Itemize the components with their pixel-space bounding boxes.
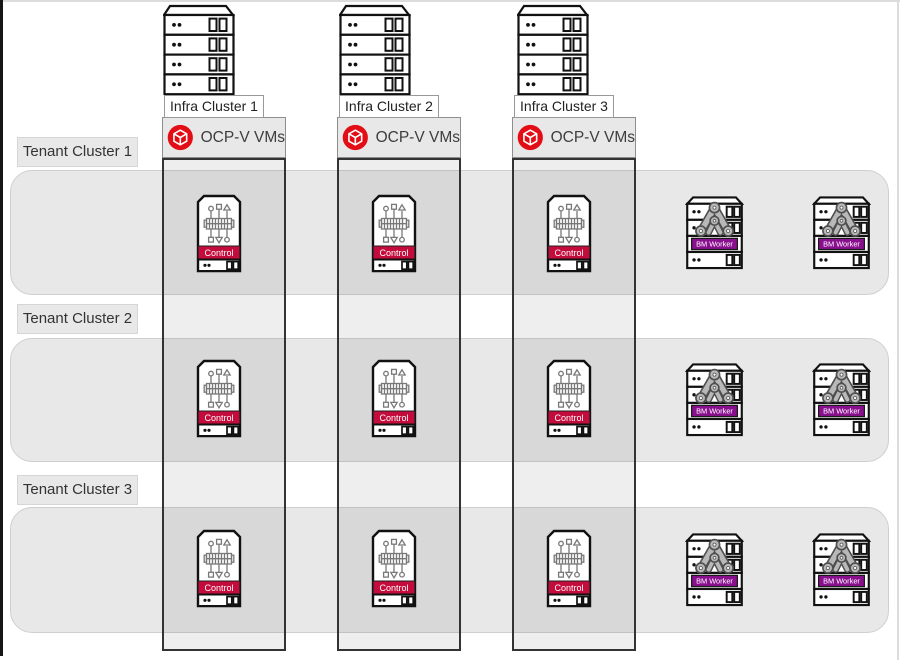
ocpv-vms-label: OCP-V VMs bbox=[375, 128, 460, 146]
bm-worker-icon bbox=[685, 532, 744, 607]
control-node-icon bbox=[546, 529, 592, 608]
ocpv-vms-label: OCP-V VMs bbox=[200, 128, 285, 146]
control-node-icon bbox=[196, 529, 242, 608]
control-node-icon bbox=[196, 194, 242, 273]
tenant-cluster-label-1: Tenant Cluster 1 bbox=[17, 137, 138, 167]
right-edge-line bbox=[897, 0, 899, 660]
control-node-icon bbox=[371, 359, 417, 438]
top-edge-line bbox=[0, 0, 900, 2]
control-node-icon bbox=[546, 359, 592, 438]
infra-server-stack-icon-1 bbox=[163, 4, 235, 95]
ocpv-vms-box-2: OCP-V VMs bbox=[337, 117, 461, 158]
openshift-icon bbox=[342, 119, 369, 156]
bm-worker-icon bbox=[812, 532, 871, 607]
ocpv-vms-label: OCP-V VMs bbox=[550, 128, 635, 146]
control-node-icon bbox=[371, 194, 417, 273]
bm-worker-icon bbox=[685, 195, 744, 270]
control-node-icon bbox=[546, 194, 592, 273]
infra-cluster-label-3: Infra Cluster 3 bbox=[514, 95, 614, 118]
left-edge-line bbox=[0, 0, 3, 656]
tenant-cluster-label-2: Tenant Cluster 2 bbox=[17, 304, 138, 334]
openshift-icon bbox=[167, 119, 194, 156]
infra-cluster-label-2: Infra Cluster 2 bbox=[339, 95, 439, 118]
infra-server-stack-icon-3 bbox=[517, 4, 589, 95]
infra-server-stack-icon-2 bbox=[339, 4, 411, 95]
bm-worker-icon bbox=[812, 195, 871, 270]
ocpv-vms-box-1: OCP-V VMs bbox=[162, 117, 286, 158]
ocpv-vms-box-3: OCP-V VMs bbox=[512, 117, 636, 158]
tenant-cluster-label-3: Tenant Cluster 3 bbox=[17, 475, 138, 505]
control-node-icon bbox=[196, 359, 242, 438]
openshift-icon bbox=[517, 119, 544, 156]
bm-worker-icon bbox=[812, 362, 871, 437]
bm-worker-icon bbox=[685, 362, 744, 437]
infra-cluster-label-1: Infra Cluster 1 bbox=[164, 95, 264, 118]
control-node-icon bbox=[371, 529, 417, 608]
